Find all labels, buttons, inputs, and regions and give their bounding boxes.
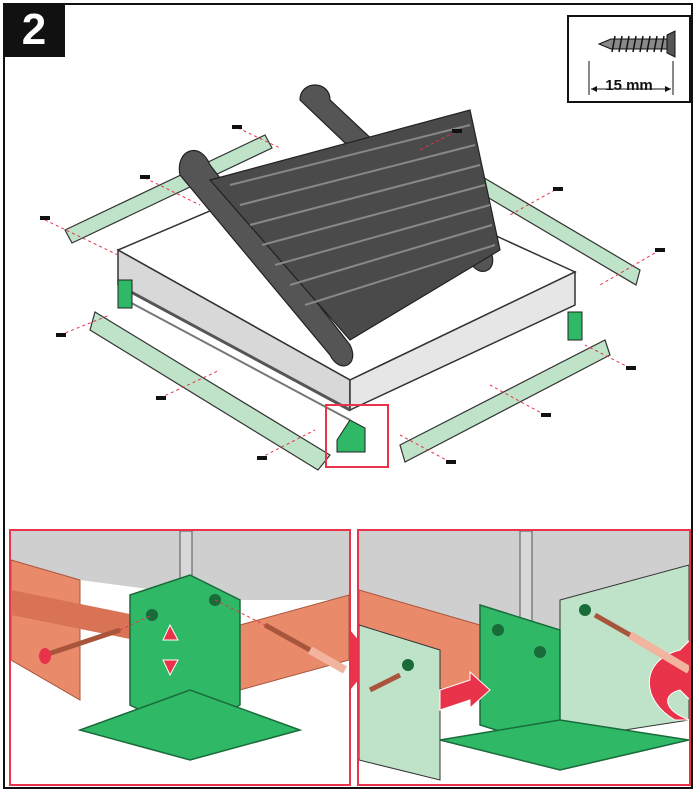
screw-size-box: 15 mm (567, 15, 691, 103)
page-frame (3, 3, 693, 789)
step-number-badge: 2 (3, 3, 65, 57)
screw-icon (588, 30, 676, 95)
screw-length-label: 15 mm (605, 77, 653, 94)
